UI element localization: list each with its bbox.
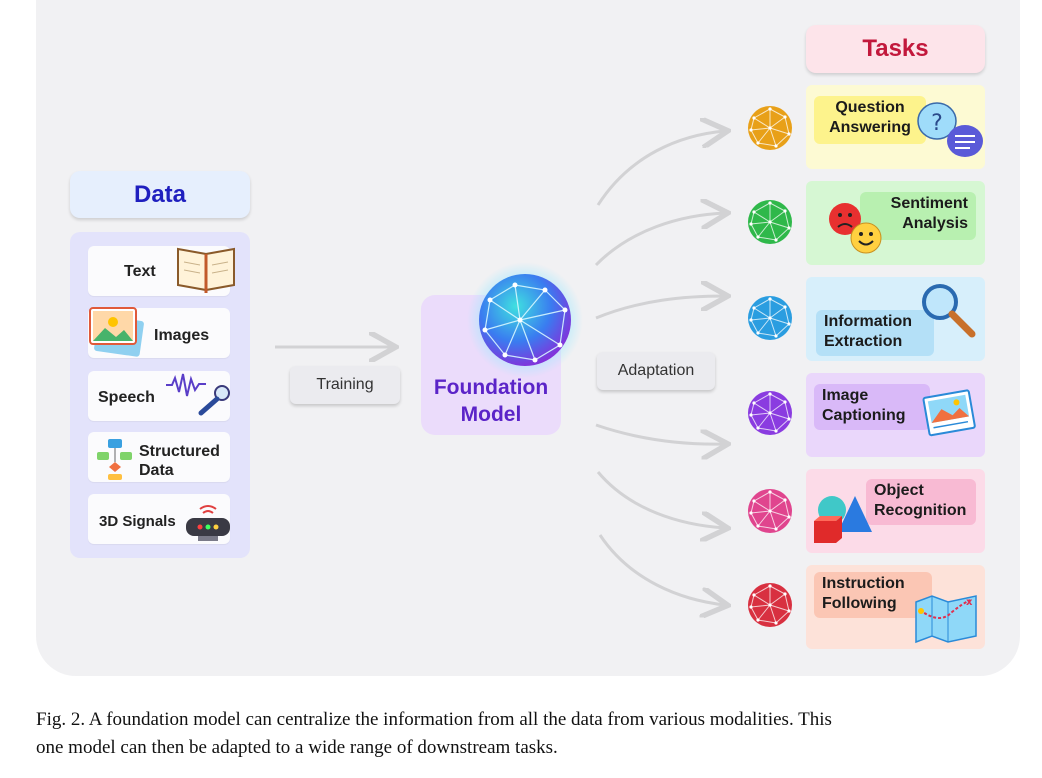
task-sphere-icon [748,391,792,435]
task-label-captioning: Image Captioning [814,384,930,430]
task-label-line1: Sentiment [890,195,968,212]
model-label-line2: Model [460,403,522,426]
figure-caption: Fig. 2. A foundation model can centraliz… [36,706,1026,762]
task-label-line1: Image [822,387,869,404]
adaptation-label: Adaptation [597,352,715,390]
task-label-instruction: Instruction Following [814,572,932,618]
task-sphere-icon [748,489,792,533]
task-sphere-icon [748,583,792,627]
task-label-line2: Answering [829,119,911,136]
training-label: Training [290,366,400,404]
adapt-arrow-6 [598,534,725,605]
task-label-line2: Recognition [874,502,967,519]
adapt-arrow-1 [596,131,725,206]
svg-text:x: x [966,597,973,608]
task-label-line1: Object [874,482,924,499]
data-item-label: Images [154,327,210,344]
task-label-line2: Captioning [822,407,906,424]
task-sphere-icon [748,106,792,150]
task-label-qa: Question Answering [814,96,926,144]
tasks-header: Tasks [806,25,985,73]
data-header: Data [70,171,250,218]
caption-line-1: Fig. 2. A foundation model can centraliz… [36,709,832,730]
adapt-arrow-2 [594,213,725,267]
task-label-extraction: Information Extraction [816,310,934,356]
task-sphere-icon [748,296,792,340]
data-item-label: Text [124,263,156,280]
data-item-label: 3D Signals [99,513,176,530]
caption-line-2: one model can then be adapted to a wide … [36,737,558,758]
model-label-line1: Foundation [433,376,549,399]
task-label-line1: Information [824,313,912,330]
task-label-line2: Following [822,595,897,612]
adapt-arrow-3 [595,296,725,320]
data-item-label: Structured Data [139,443,220,479]
adapt-arrow-4 [595,423,725,444]
task-label-line2: Extraction [824,333,903,350]
svg-text:?: ? [931,111,943,136]
adapt-arrow-5 [596,471,725,528]
task-label-line1: Instruction [822,575,905,592]
task-label-object: Object Recognition [866,479,976,525]
data-item-label: Speech [98,389,155,406]
task-sphere-icon [748,200,792,244]
task-label-line2: Analysis [902,215,968,232]
data-item-speech [88,371,230,421]
model-label: Foundation Model [421,374,561,428]
task-label-line1: Question [835,99,905,116]
